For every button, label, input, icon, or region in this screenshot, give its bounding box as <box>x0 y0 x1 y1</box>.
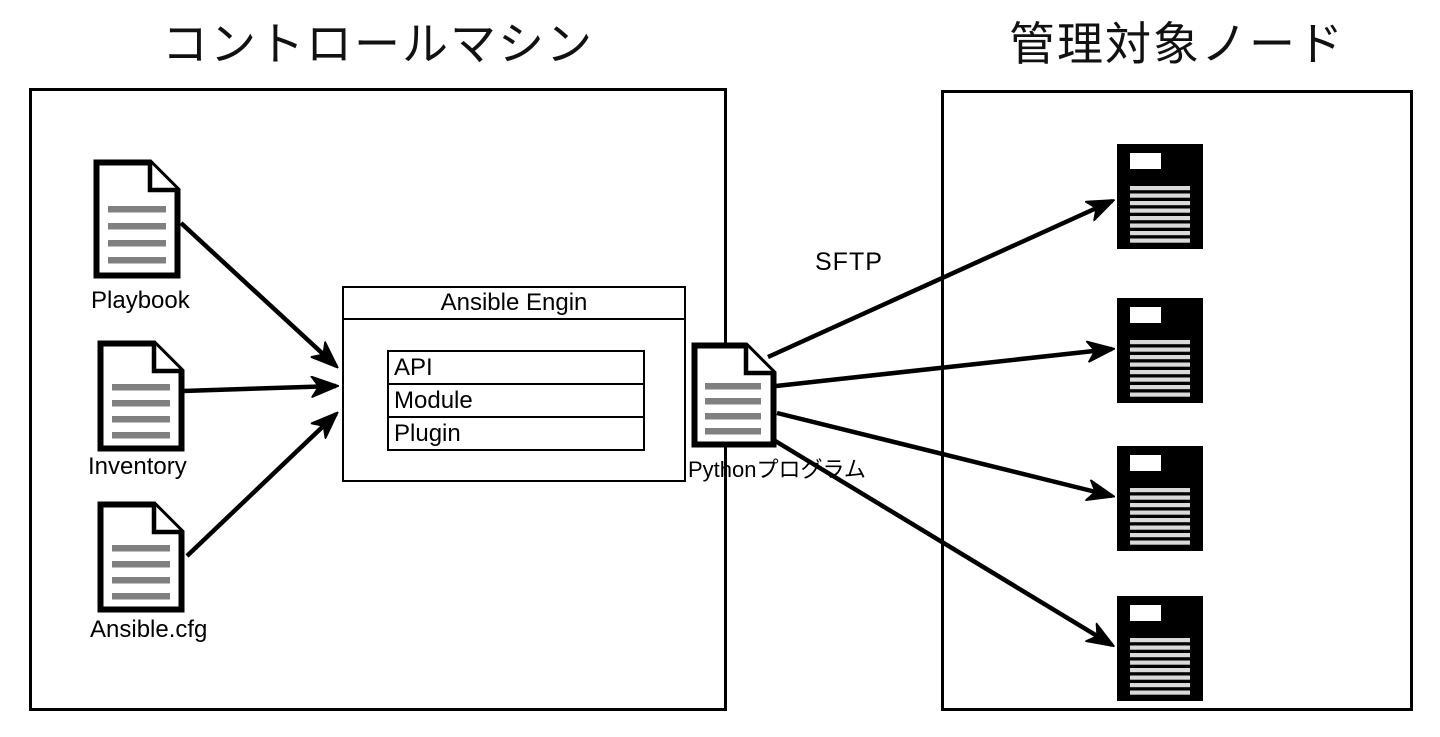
ansible-engine-box: Ansible Engin API Module Plugin <box>342 286 686 482</box>
engine-components-table: API Module Plugin <box>387 350 645 451</box>
ansible-cfg-file-icon <box>97 501 185 618</box>
managed-nodes-title: 管理対象ノード <box>1009 18 1345 70</box>
managed-node-server-icon-3 <box>1117 446 1203 556</box>
managed-node-server-icon-4 <box>1117 596 1203 706</box>
playbook-label: Playbook <box>91 287 190 314</box>
python-program-file-icon <box>691 342 777 453</box>
managed-node-server-icon-1 <box>1117 144 1203 254</box>
engine-row-plugin: Plugin <box>394 420 461 447</box>
playbook-file-icon <box>93 159 181 284</box>
control-machine-title: コントロールマシン <box>162 18 594 70</box>
engine-row-module: Module <box>389 385 643 418</box>
sftp-protocol-label: SFTP <box>815 248 883 276</box>
python-program-label: Pythonプログラム <box>688 457 866 482</box>
managed-node-server-icon-2 <box>1117 298 1203 408</box>
ansible-cfg-label: Ansible.cfg <box>90 616 208 643</box>
ansible-engine-title: Ansible Engin <box>344 288 684 320</box>
inventory-label: Inventory <box>88 453 187 480</box>
inventory-file-icon <box>97 340 185 457</box>
engine-row-api: API <box>389 352 643 385</box>
